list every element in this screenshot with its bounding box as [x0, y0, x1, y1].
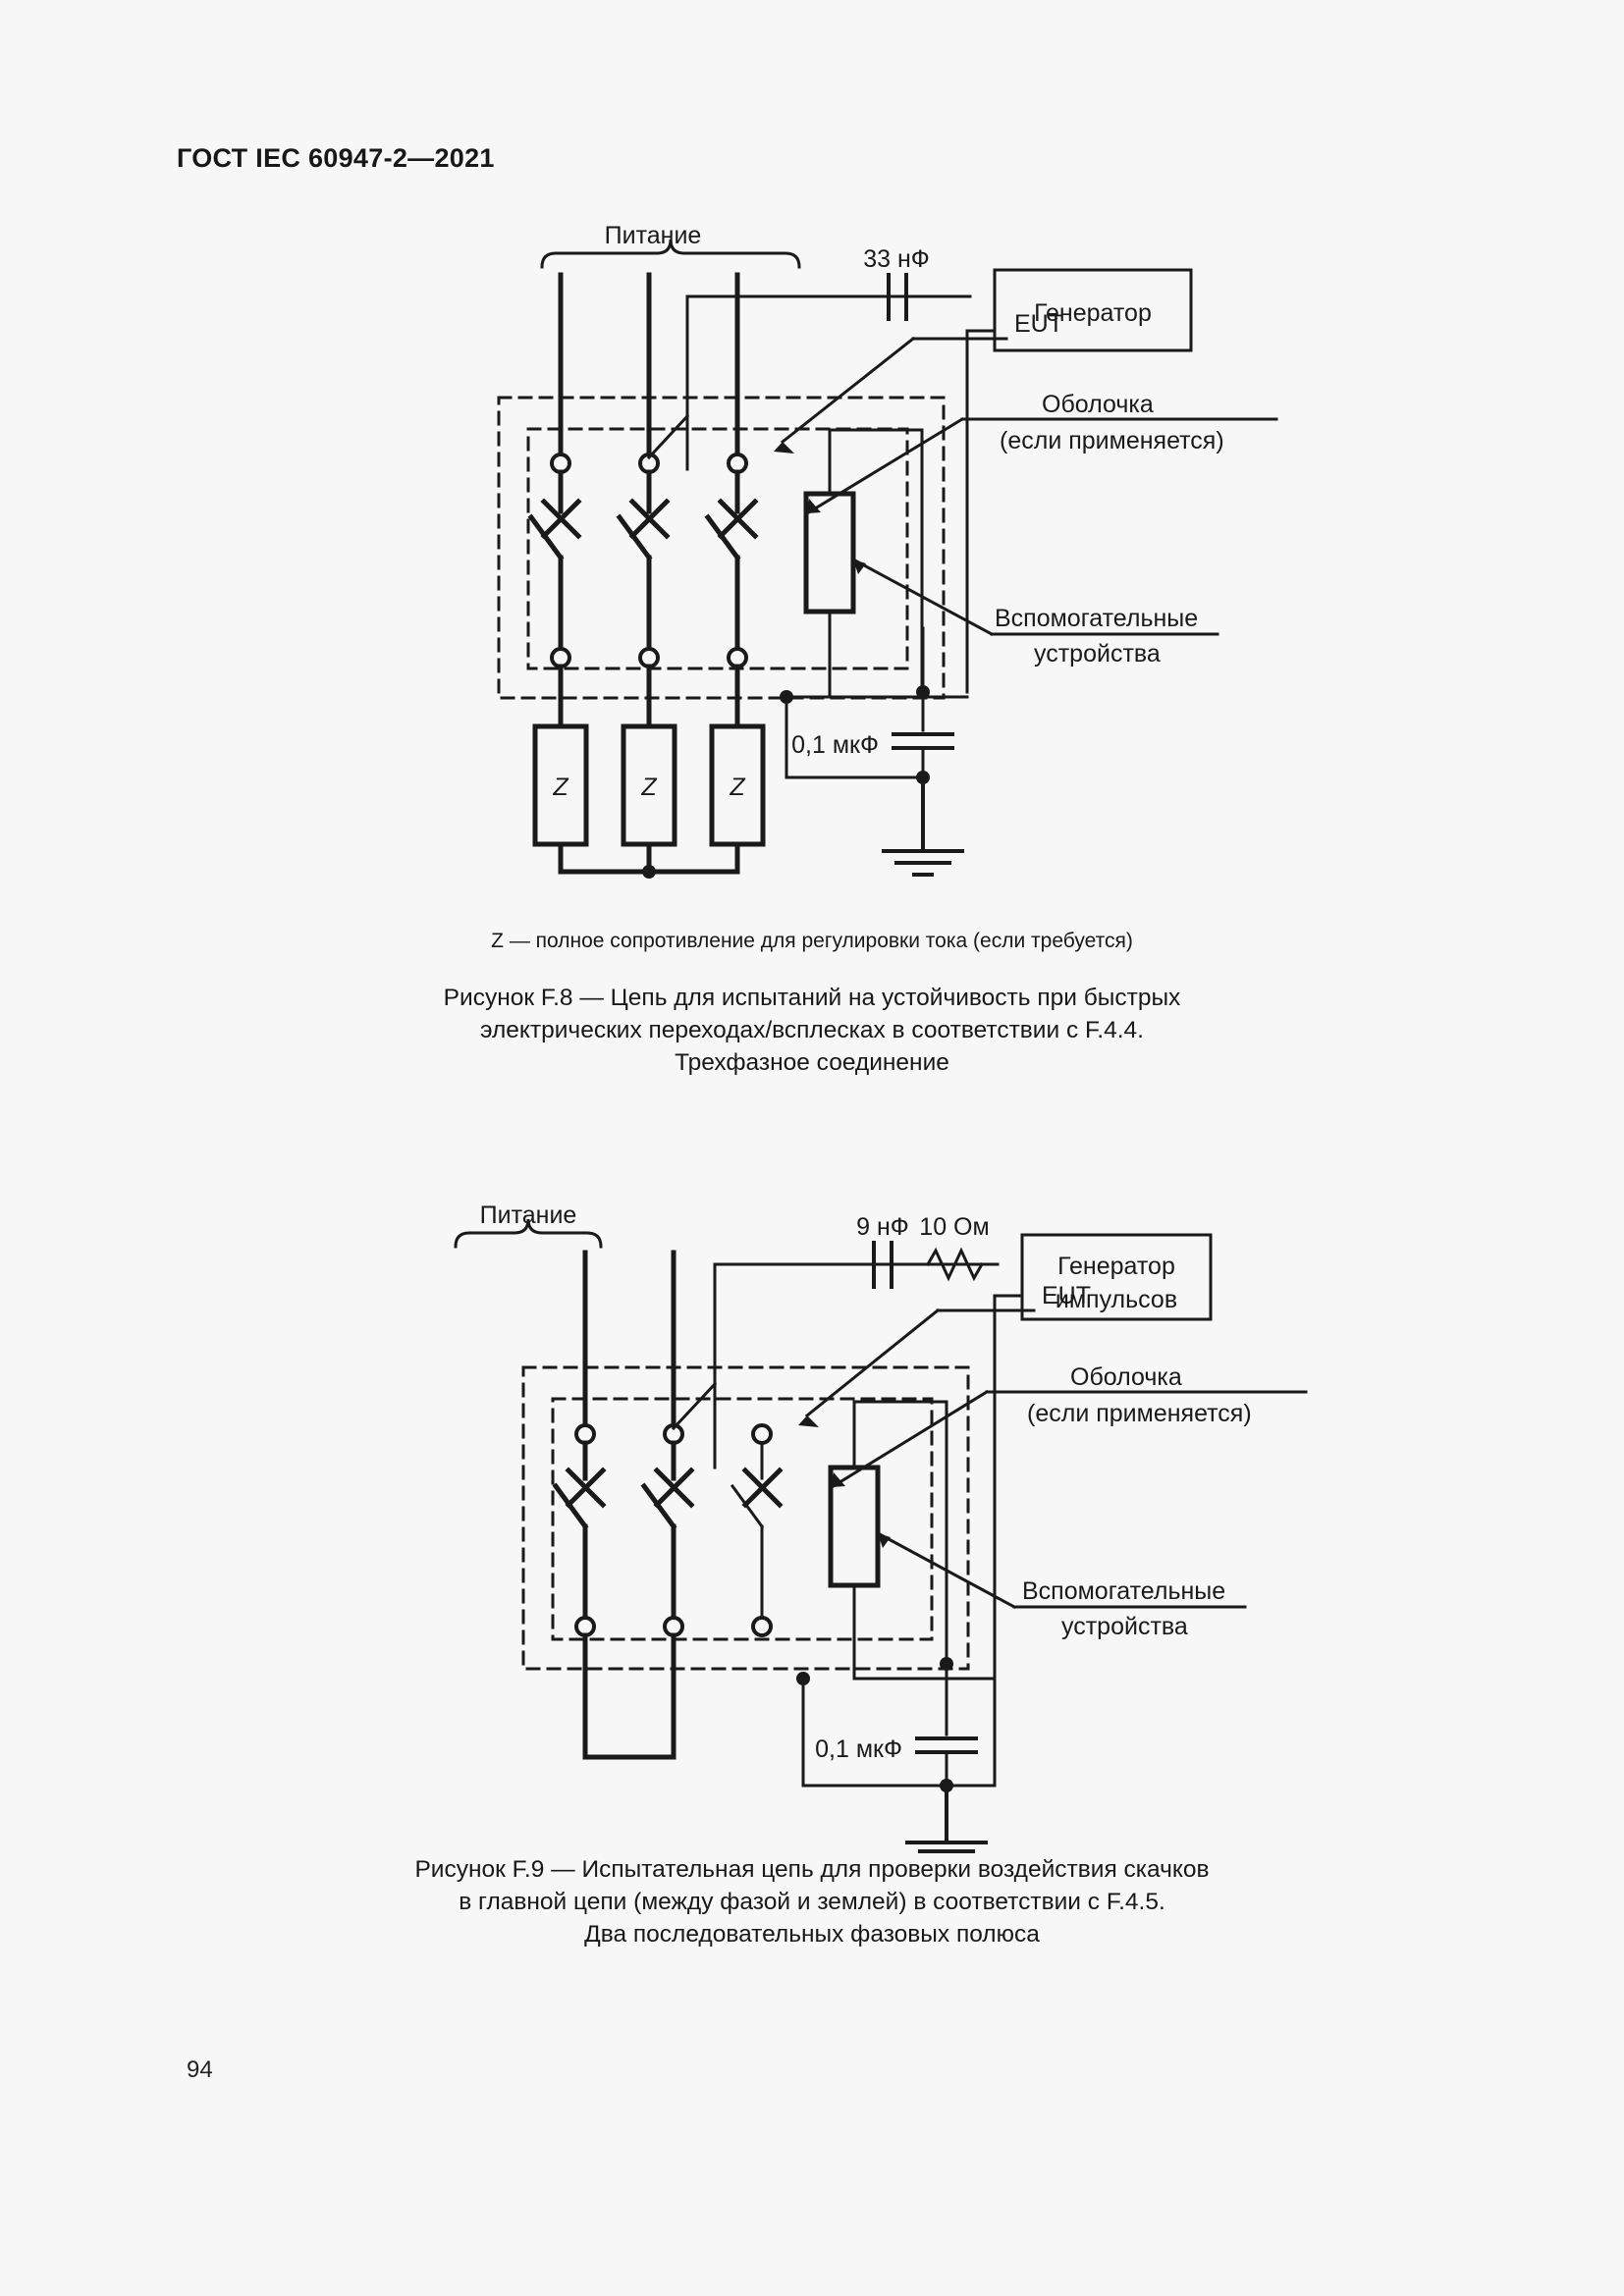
label-shunt-capacitor: 0,1 мкФ [791, 731, 879, 759]
label-eut: EUT [1014, 310, 1063, 338]
terminal-bottom-pole1 [550, 647, 571, 668]
label-eut-f9: EUT [1042, 1282, 1091, 1309]
pole2-switch-blade-f9 [640, 1482, 677, 1530]
terminal-top-pole1-f9 [574, 1423, 596, 1445]
figure-f8-diagram: Питание 33 нФ Генератор EUT Оболочка (ес… [497, 222, 1278, 879]
terminal-bottom-pole3 [727, 647, 748, 668]
auxiliary-leader-line [850, 557, 995, 637]
pole1-x-stroke-b-f9 [565, 1467, 607, 1509]
label-auxiliary-line1-f9: Вспомогательные [1022, 1577, 1225, 1605]
auxiliary-arrow-head-f9 [878, 1533, 891, 1548]
label-generator-line2-f9: импульсов [1056, 1286, 1177, 1313]
node-dot-aux-bus [780, 690, 793, 704]
auxiliary-leader-line-f9 [875, 1530, 1017, 1610]
pulse-generator-return-wire [993, 1294, 1024, 1666]
eut-leader-line-f9 [804, 1308, 941, 1418]
figure-f8: Питание 33 нФ Генератор EUT Оболочка (ес… [0, 0, 1624, 1076]
pole2-x-stroke-b-f9 [653, 1467, 695, 1509]
generator-box [993, 268, 1193, 352]
figure-f9-diagram: Питание 9 нФ 10 Ом Генератор импульсов E… [454, 1201, 1308, 1853]
label-enclosure-line2: (если применяется) [1000, 427, 1224, 454]
pole1-switch-blade [527, 513, 565, 561]
pole3-x-stroke-b [717, 498, 759, 540]
label-supply: Питание [605, 222, 702, 249]
eut-dashed-inner-f9 [551, 1397, 934, 1641]
resistor-zigzag-f9 [925, 1247, 985, 1282]
aux-device-wire-top-f9 [852, 1400, 948, 1671]
generator-return-wire [965, 329, 997, 694]
terminal-bottom-pole3-f9 [751, 1616, 773, 1637]
label-impedance-1: Z [552, 774, 568, 801]
label-series-capacitor: 33 нФ [863, 245, 930, 273]
pulse-generator-box [1020, 1233, 1213, 1321]
label-enclosure-line1: Оболочка [1042, 391, 1154, 418]
label-resistor-f9: 10 Ом [919, 1213, 989, 1241]
terminal-top-pole1 [550, 453, 571, 474]
pole3-switch-blade [704, 513, 741, 561]
eut-arrow-head-f9 [798, 1415, 819, 1427]
enclosure-dashed-outer-f9 [521, 1365, 970, 1671]
eut-dashed-inner [526, 427, 909, 670]
figure-f8-caption: Рисунок F.8 — Цепь для испытаний на усто… [443, 985, 1181, 1076]
terminal-bottom-pole2 [638, 647, 660, 668]
label-series-capacitor-f9: 9 нФ [856, 1213, 909, 1241]
aux-device-wire-top [828, 428, 924, 689]
auxiliary-arrow-head [853, 560, 866, 574]
label-auxiliary-line1: Вспомогательные [995, 605, 1198, 632]
figure-f8-note: Z — полное сопротивление для регулировки… [491, 930, 1133, 952]
pole1-switch-blade-f9 [552, 1482, 589, 1530]
pole3-x-stroke-b-f9 [741, 1467, 784, 1509]
pole2-switch-blade [616, 513, 653, 561]
page-number: 94 [187, 2056, 213, 2083]
eut-arrow-head [774, 442, 794, 454]
enclosure-leader-line-f9 [829, 1389, 990, 1490]
pole1-x-stroke-b [540, 498, 582, 540]
supply-bracket-f9 [454, 1218, 603, 1249]
label-shunt-capacitor-f9: 0,1 мкФ [815, 1735, 902, 1763]
eut-leader-line [780, 336, 916, 445]
pole2-x-stroke-b [628, 498, 671, 540]
label-impedance-2: Z [640, 774, 657, 801]
label-generator-line1-f9: Генератор [1057, 1253, 1175, 1280]
enclosure-dashed-outer [497, 396, 946, 700]
label-auxiliary-line2-f9: устройства [1061, 1613, 1188, 1640]
label-impedance-3: Z [729, 774, 745, 801]
label-enclosure-line1-f9: Оболочка [1070, 1363, 1182, 1391]
figure-f9: Питание 9 нФ 10 Ом Генератор импульсов E… [0, 1129, 1624, 1948]
label-auxiliary-line2: устройства [1034, 640, 1161, 667]
pole2-mechanical-link [646, 413, 690, 460]
label-supply-f9: Питание [480, 1201, 577, 1229]
document-header: ГОСТ IEC 60947-2—2021 [177, 143, 495, 173]
pole2-mechanical-link-f9 [671, 1381, 718, 1431]
terminal-top-pole3-f9 [751, 1423, 773, 1445]
terminal-bottom-pole1-f9 [574, 1616, 596, 1637]
label-enclosure-line2-f9: (если применяется) [1027, 1400, 1252, 1427]
terminal-bottom-pole2-f9 [663, 1616, 684, 1637]
supply-bracket [540, 239, 801, 269]
enclosure-arrow-head-f9 [832, 1472, 845, 1487]
figure-f9-caption: Рисунок F.9 — Испытательная цепь для про… [414, 1856, 1210, 1948]
pole3-switch-blade-f9 [730, 1483, 765, 1529]
terminal-top-pole3 [727, 453, 748, 474]
label-generator: Генератор [1034, 299, 1152, 327]
node-dot-z-bus [642, 865, 656, 879]
enclosure-arrow-head [807, 499, 821, 513]
enclosure-leader-line [804, 416, 965, 516]
